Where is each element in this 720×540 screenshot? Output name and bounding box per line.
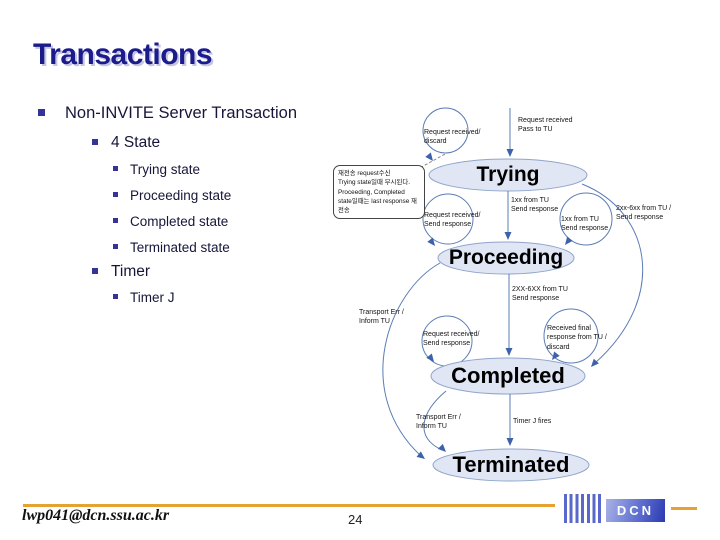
bullet-icon — [38, 109, 45, 116]
completed-self-loop-right — [543, 308, 599, 364]
bullet-icon — [113, 192, 118, 197]
bullet-icon — [113, 166, 118, 171]
edge-label-completed-loop-left: Request received/ Send response — [423, 331, 480, 348]
bullet-icon — [113, 218, 118, 223]
footer-rule-end — [671, 507, 697, 510]
trying-self-loop — [422, 107, 469, 154]
bullet-icon — [92, 268, 98, 274]
page-number: 24 — [348, 512, 363, 527]
state-label-trying: Trying — [476, 163, 540, 186]
edge-label-trying-loop: Request received/ discard — [424, 129, 481, 146]
bullet-item-non-invite: Non-INVITE Server Transaction — [38, 104, 297, 123]
arrowhead-icon — [416, 451, 425, 459]
bullet-icon — [92, 139, 98, 145]
state-ellipse-terminated — [432, 448, 590, 482]
bullet-item-proceeding-state: Proceeding state — [113, 188, 231, 203]
bullet-label: Timer J — [130, 290, 175, 305]
bullet-item-terminated-state: Terminated state — [113, 240, 230, 255]
bullet-label: Non-INVITE Server Transaction — [65, 104, 297, 122]
bullet-label: Proceeding state — [130, 188, 232, 203]
arrowhead-icon — [565, 236, 573, 245]
arrowhead-icon — [504, 232, 512, 240]
arrowhead-icon — [437, 443, 446, 452]
state-label-terminated: Terminated — [452, 452, 570, 477]
edge-label-transport-err-completed: Transport Err / Inform TU — [416, 414, 461, 431]
dcn-logo-stripes-icon — [564, 494, 604, 523]
edge-proceeding-to-terminated — [382, 262, 441, 457]
state-ellipse-completed — [430, 357, 586, 395]
note-box: 재전송 request수신 Trying state일때 무시된다. Proce… — [333, 165, 425, 220]
edge-label-proceeding-loop-left: Request received/ Send response — [424, 212, 481, 229]
arrowhead-icon — [425, 152, 433, 161]
arrowhead-icon — [506, 149, 514, 157]
bullet-item-4-state: 4 State — [92, 134, 160, 152]
footer-email: lwp041@dcn.ssu.ac.kr — [22, 507, 170, 524]
edge-completed-to-terminated-err — [423, 390, 447, 451]
edge-label-1xx: 1xx from TU Send response — [511, 197, 559, 214]
arrowhead-icon — [505, 348, 513, 356]
edge-label-completed-loop-right: Received final response from TU / discar… — [547, 325, 607, 351]
edge-label-timer-j-fires: Timer J fires — [513, 418, 552, 425]
footer-rule — [23, 504, 555, 507]
bullet-item-timer: Timer — [92, 263, 150, 281]
bullet-item-timer-j: Timer J — [113, 290, 175, 305]
edge-trying-to-completed — [581, 183, 644, 364]
arrowhead-icon — [427, 237, 435, 246]
arrowhead-icon — [552, 351, 560, 360]
bullet-item-trying-state: Trying state — [113, 162, 200, 177]
bullet-item-completed-state: Completed state — [113, 214, 228, 229]
edge-label-2xx6xx-mid: 2XX-6XX from TU Send response — [512, 286, 568, 303]
edge-label-proceeding-loop-right: 1xx from TU Send response — [561, 216, 609, 233]
arrowhead-icon — [506, 438, 514, 446]
proceeding-self-loop-left — [422, 193, 474, 245]
page-title: Transactions — [33, 38, 213, 71]
edge-label-transport-err-left: Transport Err / Inform TU — [359, 309, 404, 326]
arrowhead-icon — [426, 353, 434, 362]
dcn-logo-text: DCN — [616, 503, 655, 518]
proceeding-self-loop-right — [559, 192, 613, 246]
state-label-proceeding: Proceeding — [448, 246, 564, 269]
state-ellipse-proceeding — [437, 241, 575, 275]
dcn-logo: DCN — [606, 499, 665, 522]
edge-label-request-pass-tu: Request received Pass to TU — [518, 117, 573, 134]
bullet-icon — [113, 294, 118, 299]
state-label-completed: Completed — [451, 363, 565, 388]
bullet-label: Terminated state — [130, 240, 230, 255]
bullet-icon — [113, 244, 118, 249]
arrowhead-icon — [591, 358, 599, 367]
bullet-label: Completed state — [130, 214, 229, 229]
bullet-label: Timer — [111, 263, 151, 280]
bullet-label: 4 State — [111, 134, 161, 151]
bullet-label: Trying state — [130, 162, 201, 177]
edge-label-2xx6xx-right: 2xx-6xx from TU / Send response — [616, 205, 672, 222]
